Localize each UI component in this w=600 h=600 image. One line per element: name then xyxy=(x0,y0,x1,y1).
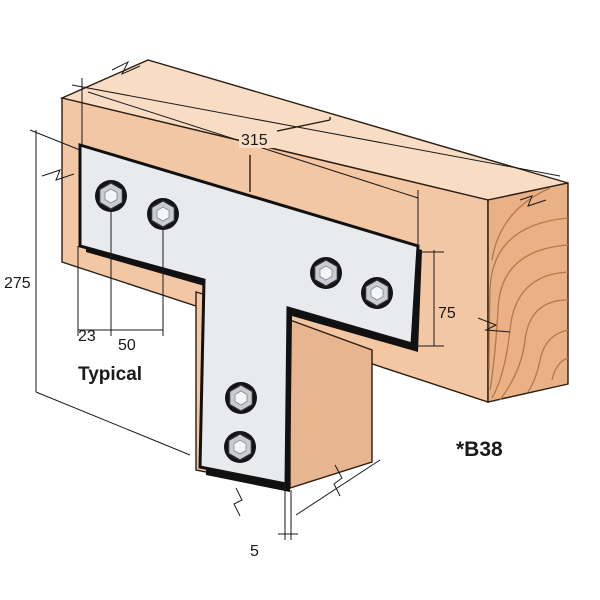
hex-bolt-icon xyxy=(94,179,128,213)
height-dimension-label: 275 xyxy=(4,275,31,292)
post-side-face xyxy=(289,318,373,489)
flange-depth-label: 75 xyxy=(438,305,456,322)
typical-caption: Typical xyxy=(78,364,142,385)
end-grain-rings xyxy=(488,187,569,401)
dimension-lines xyxy=(29,60,561,540)
width-dimension-label: 315 xyxy=(241,132,268,149)
product-code-label: *B38 xyxy=(456,438,503,461)
hex-bolt-icon xyxy=(309,256,343,290)
hex-bolt-icon xyxy=(224,381,258,415)
hex-bolt-icon xyxy=(146,197,180,231)
hex-bolt-icon xyxy=(223,430,257,464)
bolt-spacing-label: 50 xyxy=(118,337,136,354)
edge-distance-label: 23 xyxy=(78,328,96,345)
thickness-label: 5 xyxy=(250,543,259,560)
hex-bolt-icon xyxy=(360,276,394,310)
